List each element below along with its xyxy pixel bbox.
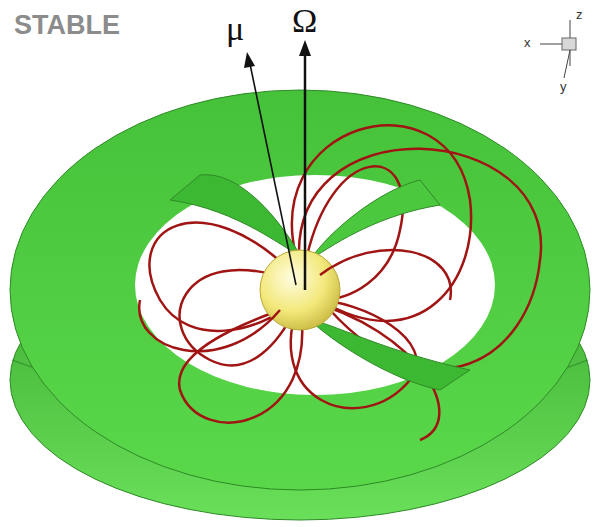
rotation-axis-symbol: Ω — [292, 4, 317, 38]
axis-label: y — [560, 80, 567, 93]
status-title: STABLE — [14, 12, 120, 39]
axis-label: z — [576, 8, 583, 21]
axis-label: x — [524, 36, 531, 49]
magnetic-moment-symbol: μ — [226, 12, 244, 46]
